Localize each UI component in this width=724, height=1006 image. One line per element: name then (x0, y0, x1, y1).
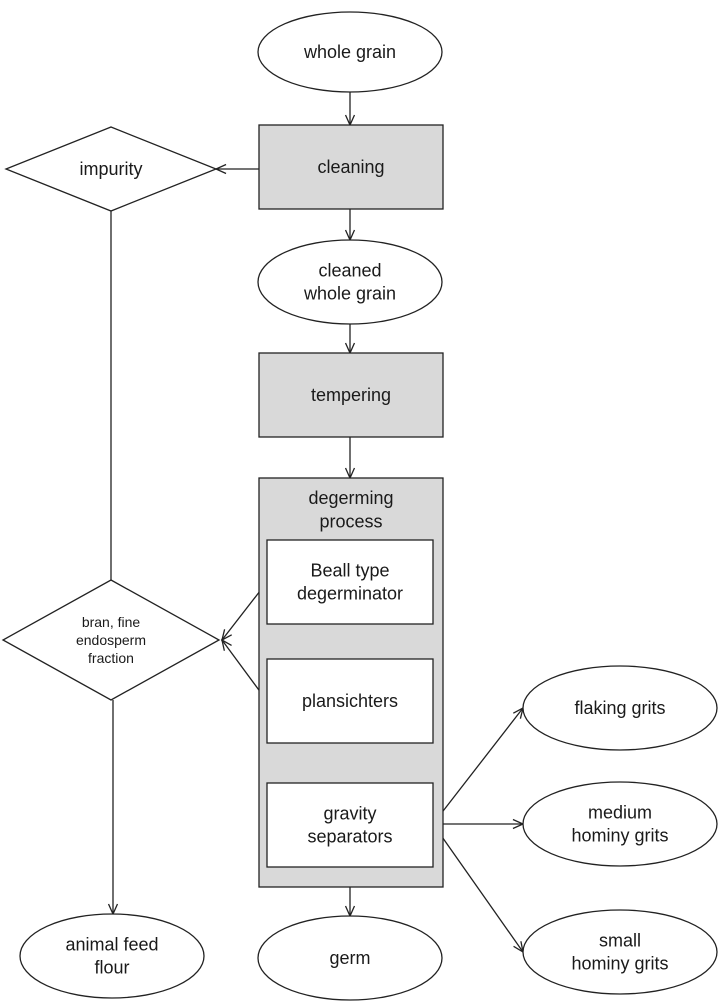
node-small-hominy-grits: small hominy grits (522, 909, 718, 995)
edge-whole-grain-to-cleaning (344, 92, 356, 127)
node-label: endosperm (76, 632, 146, 648)
edge-gravity-separators-to-flaking-grits (432, 706, 524, 825)
node-label: process (319, 511, 382, 531)
node-label: impurity (79, 159, 142, 179)
node-plansichters: plansichters (266, 658, 434, 744)
node-flaking-grits: flaking grits (522, 665, 718, 751)
node-tempering: tempering (258, 352, 444, 438)
connector-line (432, 823, 524, 953)
node-label: separators (307, 827, 392, 847)
node-shape-box (258, 124, 444, 210)
node-label: Beall type (310, 560, 389, 580)
node-cleaning: cleaning (258, 124, 444, 210)
node-label: whole grain (303, 42, 396, 62)
node-bran-fine-endosperm-fraction: bran, fine endosperm fraction (1, 579, 221, 701)
node-animal-feed-flour: animal feed flour (19, 913, 205, 999)
node-label: plansichters (302, 691, 398, 711)
node-medium-hominy-grits: medium hominy grits (522, 781, 718, 867)
connector-line (432, 707, 524, 825)
node-label: animal feed (65, 934, 158, 954)
node-label: flaking grits (574, 698, 665, 718)
node-shape-box (266, 539, 434, 625)
node-shape-diamond (1, 579, 221, 701)
node-layer: whole grain cleaning impurity cleaned whole … (1, 11, 718, 1001)
node-shape-diamond (4, 126, 218, 212)
node-shape-box (266, 658, 434, 744)
node-shape-ellipse (257, 11, 443, 93)
node-label: medium (588, 802, 652, 822)
edge-gravity-separators-to-medium-hominy-grits (433, 818, 525, 830)
edge-cleaning-to-impurity (214, 163, 259, 175)
edge-tempering-to-degerming-process (344, 437, 356, 480)
node-label: whole grain (303, 284, 396, 304)
node-label: gravity (323, 803, 376, 823)
node-label: flour (94, 958, 129, 978)
node-label: germ (329, 948, 370, 968)
node-cleaned-whole-grain: cleaned whole grain (257, 239, 443, 325)
node-shape-ellipse (257, 915, 443, 1001)
node-shape-ellipse (522, 909, 718, 995)
node-label: degerming (308, 488, 393, 508)
node-label: cleaning (317, 157, 384, 177)
node-label: tempering (311, 385, 391, 405)
node-beall-type-degerminator: Beall type degerminator (266, 539, 434, 625)
node-shape-ellipse (257, 239, 443, 325)
node-label: degerminator (297, 584, 403, 604)
node-shape-box (258, 352, 444, 438)
node-label: hominy grits (571, 954, 668, 974)
edge-gravity-separators-to-small-hominy-grits (432, 823, 524, 954)
edge-bran-fine-endosperm-fraction-to-animal-feed-flour (107, 700, 119, 916)
node-label: cleaned (318, 260, 381, 280)
node-shape-ellipse (522, 781, 718, 867)
node-impurity: impurity (4, 126, 218, 212)
node-label: fraction (88, 650, 134, 666)
node-label: hominy grits (571, 826, 668, 846)
node-gravity-separators: gravity separators (266, 782, 434, 868)
node-label: bran, fine (82, 614, 141, 630)
edge-cleaning-to-cleaned-whole-grain (344, 209, 356, 242)
edge-cleaned-whole-grain-to-tempering (344, 324, 356, 355)
node-germ: germ (257, 915, 443, 1001)
node-shape-ellipse (19, 913, 205, 999)
arrowhead (221, 638, 232, 651)
node-label: small (599, 930, 641, 950)
node-shape-ellipse (522, 665, 718, 751)
node-whole-grain: whole grain (257, 11, 443, 93)
node-shape-box (266, 782, 434, 868)
